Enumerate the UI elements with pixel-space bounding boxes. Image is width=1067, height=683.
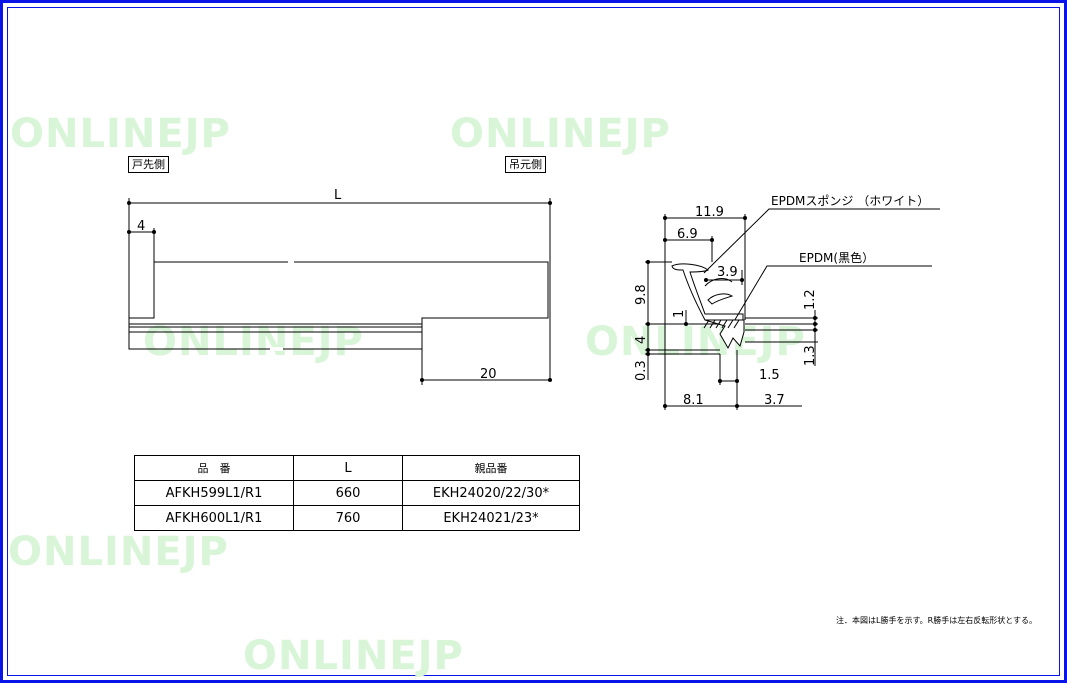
part-number-cell: AFKH599L1/R1 [134, 480, 294, 506]
watermark: ONLINEJP [143, 319, 364, 365]
length-cell: 760 [293, 505, 403, 531]
watermark: ONLINEJP [10, 111, 231, 157]
door-tip-side-label: 戸先側 [128, 156, 169, 173]
length-cell: 660 [293, 480, 403, 506]
dim-1-3: 1.3 [803, 345, 818, 366]
inner-frame [7, 7, 1060, 676]
parent-part-cell: EKH24020/22/30* [402, 480, 580, 506]
dim-1-2: 1.2 [803, 289, 818, 310]
col-parent-part-header: 親品番 [402, 455, 580, 481]
footnote: 注．本図はL勝手を示す。R勝手は左右反転形状とする。 [836, 616, 1037, 625]
col-part-number-header: 品 番 [134, 455, 294, 481]
dim-1: 1 [672, 310, 687, 318]
parent-part-cell: EKH24021/23* [402, 505, 580, 531]
dim-0-3: 0.3 [634, 360, 649, 381]
dim-6-9: 6.9 [677, 227, 698, 242]
table-row: AFKH600L1/R1 760 EKH24021/23* [134, 505, 580, 531]
dim-1-5: 1.5 [759, 368, 780, 383]
dim-9-8: 9.8 [634, 284, 649, 305]
col-length-header: L [293, 455, 403, 481]
hinge-side-label: 吊元側 [505, 156, 546, 173]
dim-length-label: L [334, 188, 342, 203]
dim-8-1: 8.1 [683, 393, 704, 408]
watermark: ONLINEJP [8, 529, 229, 575]
watermark: ONLINEJP [243, 633, 464, 679]
dim-11-9: 11.9 [695, 205, 724, 220]
watermark: ONLINEJP [450, 111, 671, 157]
dim-3-9: 3.9 [717, 265, 738, 280]
dim-offset-label: 4 [137, 219, 145, 234]
dim-3-7: 3.7 [764, 393, 785, 408]
black-epdm-label: EPDM(黒色） [799, 251, 874, 265]
dim-step-label: 20 [480, 367, 497, 382]
sponge-label: EPDMスポンジ （ホワイト） [771, 194, 929, 208]
table-row: AFKH599L1/R1 660 EKH24020/22/30* [134, 480, 580, 506]
parts-table: 品 番 L 親品番 AFKH599L1/R1 660 EKH24020/22/3… [134, 455, 580, 531]
part-number-cell: AFKH600L1/R1 [134, 505, 294, 531]
dim-4: 4 [634, 336, 649, 344]
